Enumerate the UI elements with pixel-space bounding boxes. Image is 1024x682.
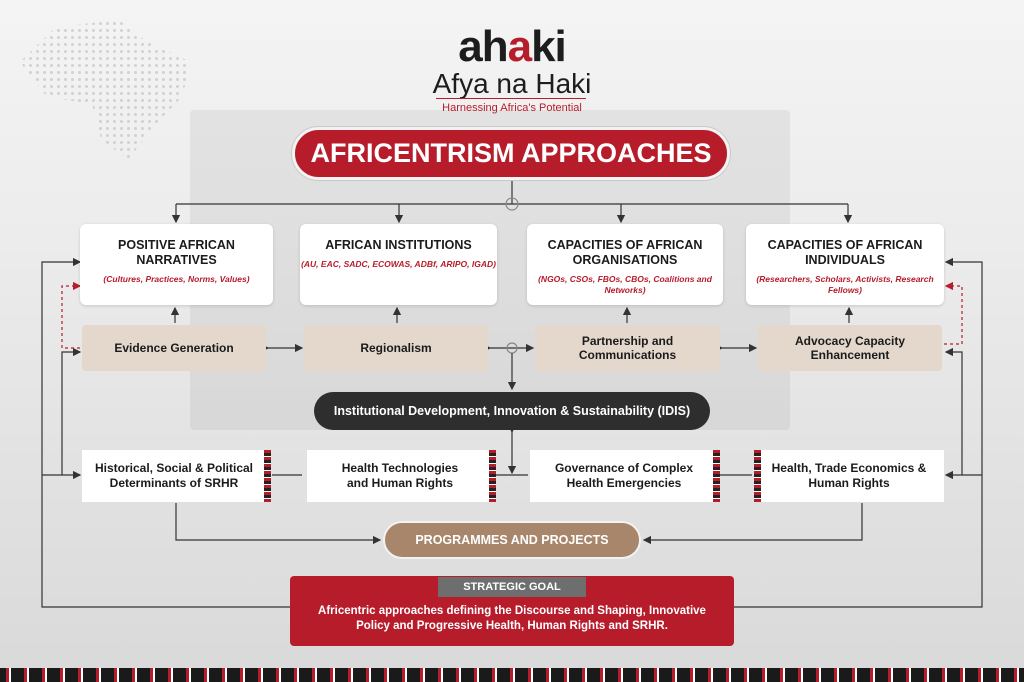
pillar-heading: CAPACITIES OF AFRICAN INDIVIDUALS bbox=[767, 238, 923, 267]
pillar-card-narratives: POSITIVE AFRICAN NARRATIVES (Cultures, P… bbox=[80, 224, 273, 305]
thematic-historical-determinants: Historical, Social & Political Determina… bbox=[82, 450, 266, 502]
pillar-card-institutions: AFRICAN INSTITUTIONS (AU, EAC, SADC, ECO… bbox=[300, 224, 497, 305]
thematic-governance-emergencies: Governance of Complex Health Emergencies bbox=[530, 450, 718, 502]
footer-pattern bbox=[0, 668, 1024, 682]
idis-bar: Institutional Development, Innovation & … bbox=[314, 392, 710, 430]
logo-subtitle: Afya na Haki bbox=[432, 68, 592, 99]
logo-tagline: Harnessing Africa's Potential bbox=[442, 102, 582, 114]
pillar-card-individuals: CAPACITIES OF AFRICAN INDIVIDUALS (Resea… bbox=[746, 224, 944, 305]
strategy-partnership: Partnership and Communications bbox=[535, 325, 720, 371]
thematic-divider-pattern bbox=[489, 450, 496, 502]
thematic-divider-pattern bbox=[754, 450, 761, 502]
pillar-subtext: (AU, EAC, SADC, ECOWAS, ADBf, ARIPO, IGA… bbox=[301, 259, 496, 269]
thematic-trade-economics: Health, Trade Economics & Human Rights bbox=[754, 450, 944, 502]
strategic-goal-label: STRATEGIC GOAL bbox=[438, 577, 586, 597]
main-title: AFRICENTRISM APPROACHES bbox=[292, 127, 730, 180]
logo-wordmark: ahaki bbox=[458, 22, 567, 71]
pillar-subtext: (Researchers, Scholars, Activists, Resea… bbox=[756, 274, 934, 295]
programmes-projects-pill: PROGRAMMES AND PROJECTS bbox=[383, 521, 641, 559]
pillar-subtext: (Cultures, Practices, Norms, Values) bbox=[103, 274, 250, 284]
logo-divider bbox=[436, 98, 586, 99]
strategy-evidence-generation: Evidence Generation bbox=[82, 325, 266, 371]
thematic-divider-pattern bbox=[264, 450, 271, 502]
pillar-subtext: (NGOs, CSOs, FBOs, CBOs, Coalitions and … bbox=[538, 274, 712, 295]
strategy-advocacy: Advocacy Capacity Enhancement bbox=[758, 325, 942, 371]
pillar-heading: POSITIVE AFRICAN NARRATIVES bbox=[118, 238, 235, 267]
strategy-regionalism: Regionalism bbox=[304, 325, 488, 371]
pillar-heading: CAPACITIES OF AFRICAN ORGANISATIONS bbox=[547, 238, 703, 267]
pillar-heading: AFRICAN INSTITUTIONS bbox=[325, 238, 472, 252]
strategic-goal-text: Africentric approaches defining the Disc… bbox=[318, 605, 706, 632]
pillar-card-organisations: CAPACITIES OF AFRICAN ORGANISATIONS (NGO… bbox=[527, 224, 723, 305]
thematic-divider-pattern bbox=[713, 450, 720, 502]
thematic-health-technologies: Health Technologies and Human Rights bbox=[307, 450, 493, 502]
